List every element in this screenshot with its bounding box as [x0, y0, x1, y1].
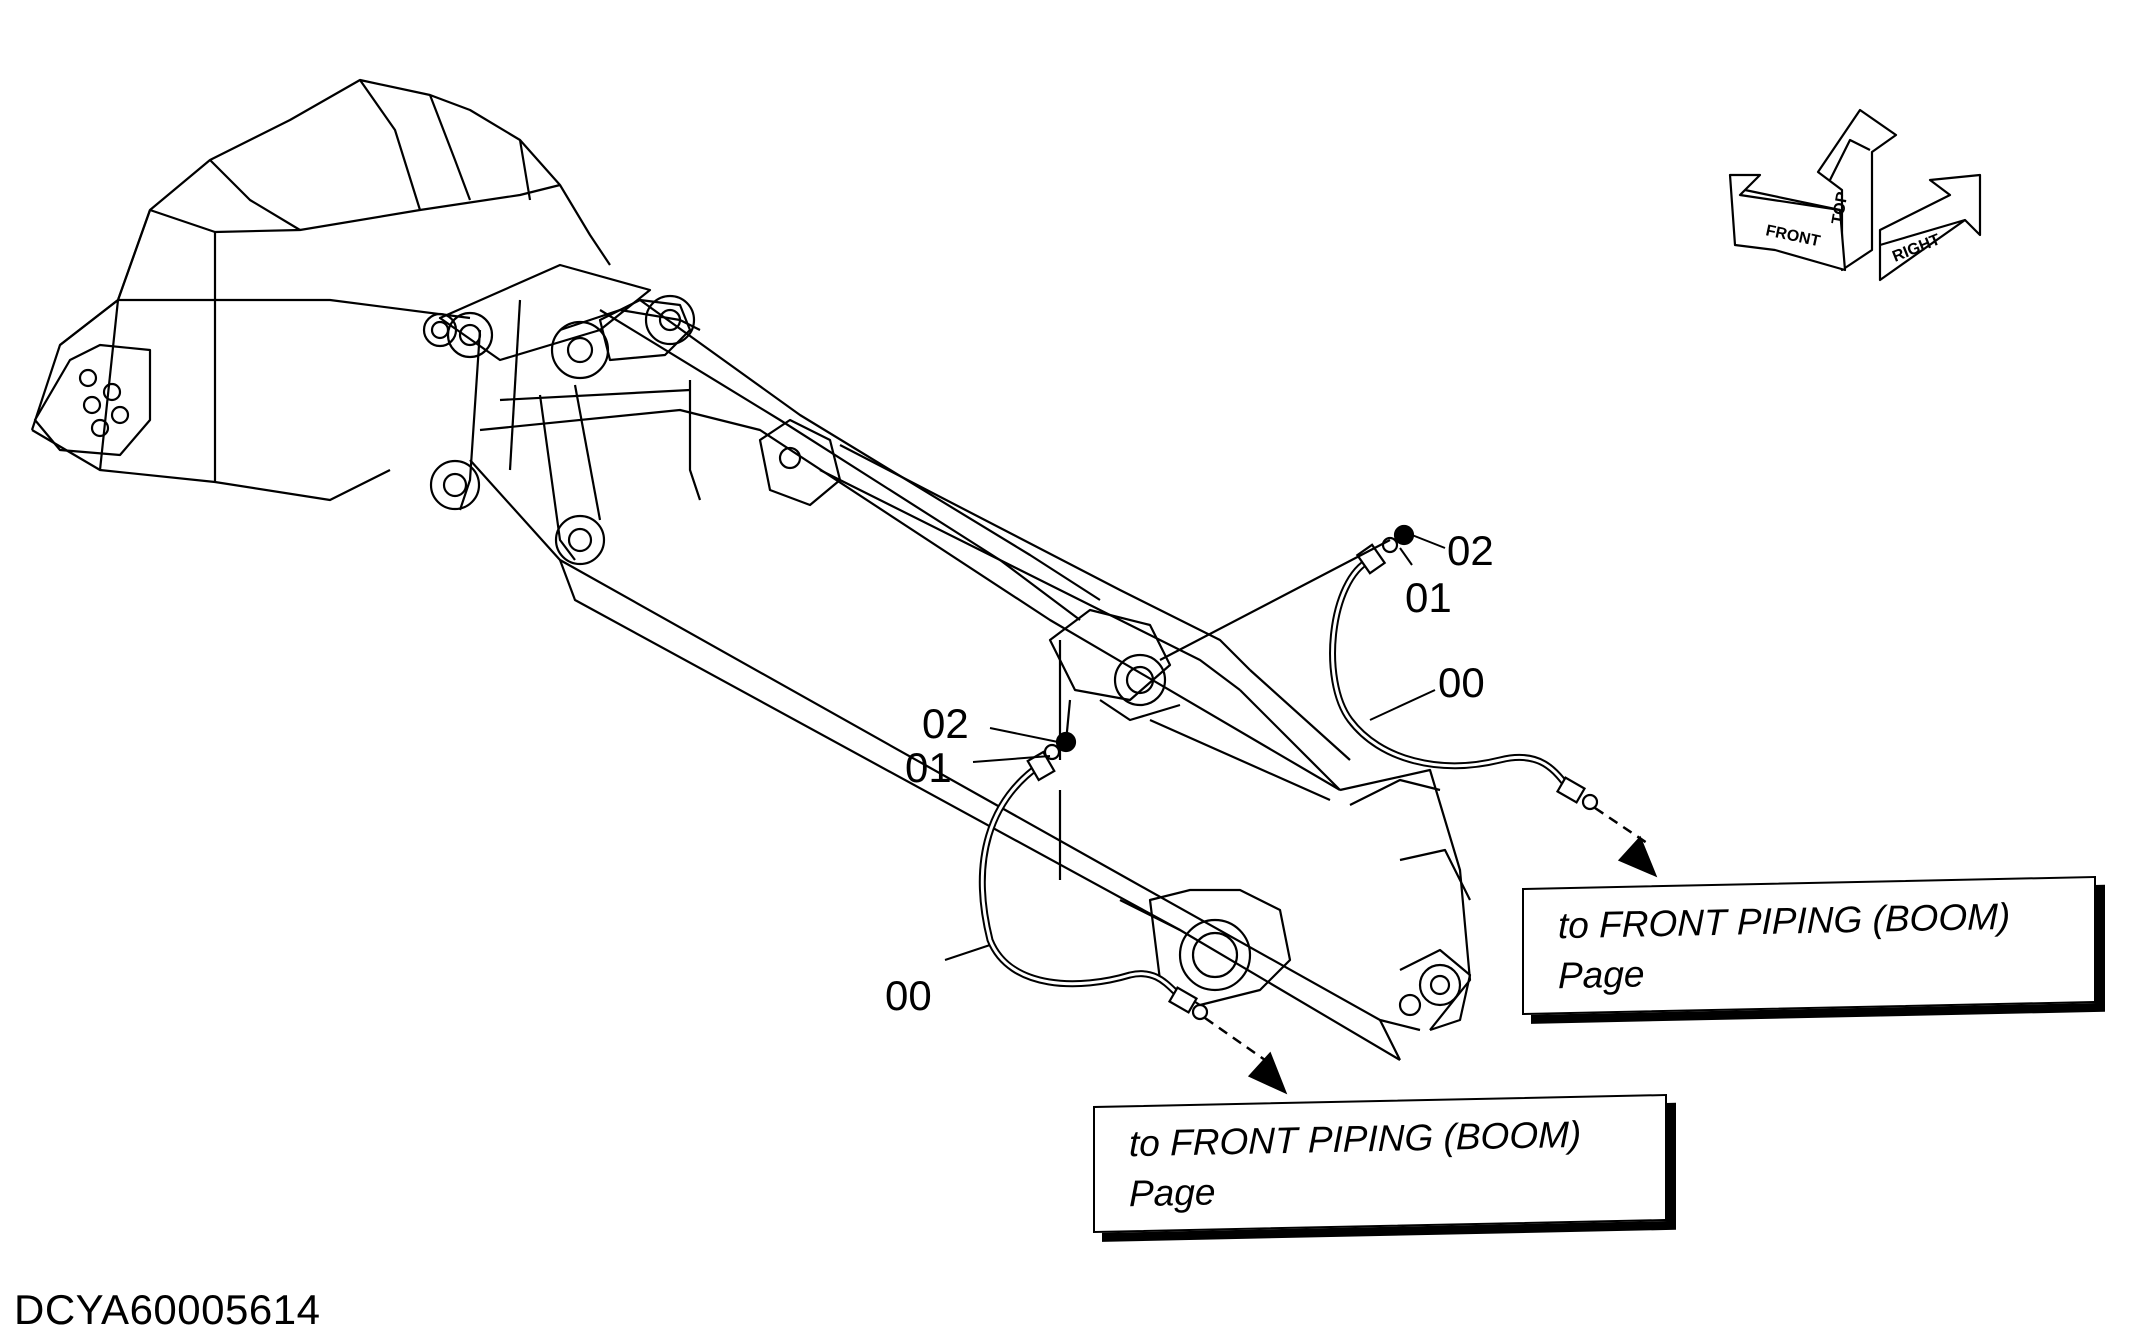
callout-leaders [944, 534, 1446, 961]
callout-00-lower: 00 [885, 972, 932, 1019]
upper-reference-note: to FRONT PIPING (BOOM) Page [1522, 875, 2096, 1016]
flow-arrows [1204, 806, 1658, 1095]
linkage-drawing [422, 263, 701, 566]
arrow-lower-head [1247, 1051, 1288, 1095]
callout-02-upper: 02 [1447, 527, 1494, 574]
lower-note-line1: to FRONT PIPING (BOOM) [1129, 1113, 1582, 1165]
lower-reference-note: to FRONT PIPING (BOOM) Page [1093, 1093, 1667, 1234]
callout-00-upper: 00 [1438, 659, 1485, 706]
compass-top-label: TOP [1829, 190, 1851, 225]
lower-note-line2: Page [1129, 1171, 1216, 1215]
document-id: DCYA60005614 [14, 1286, 321, 1333]
callout-01-lower: 01 [905, 744, 952, 791]
orientation-compass: TOP FRONT RIGHT [1728, 108, 1982, 282]
arm-drawing [469, 380, 1472, 1061]
arrow-upper-head [1617, 835, 1658, 878]
upper-note-line2: Page [1558, 953, 1645, 997]
bucket-drawing [30, 78, 611, 502]
hoses [978, 524, 1599, 1021]
upper-note-line1: to FRONT PIPING (BOOM) [1558, 895, 2011, 947]
callout-02-lower: 02 [922, 700, 969, 747]
cylinder-drawing [599, 299, 1351, 802]
callout-01-upper: 01 [1405, 574, 1452, 621]
